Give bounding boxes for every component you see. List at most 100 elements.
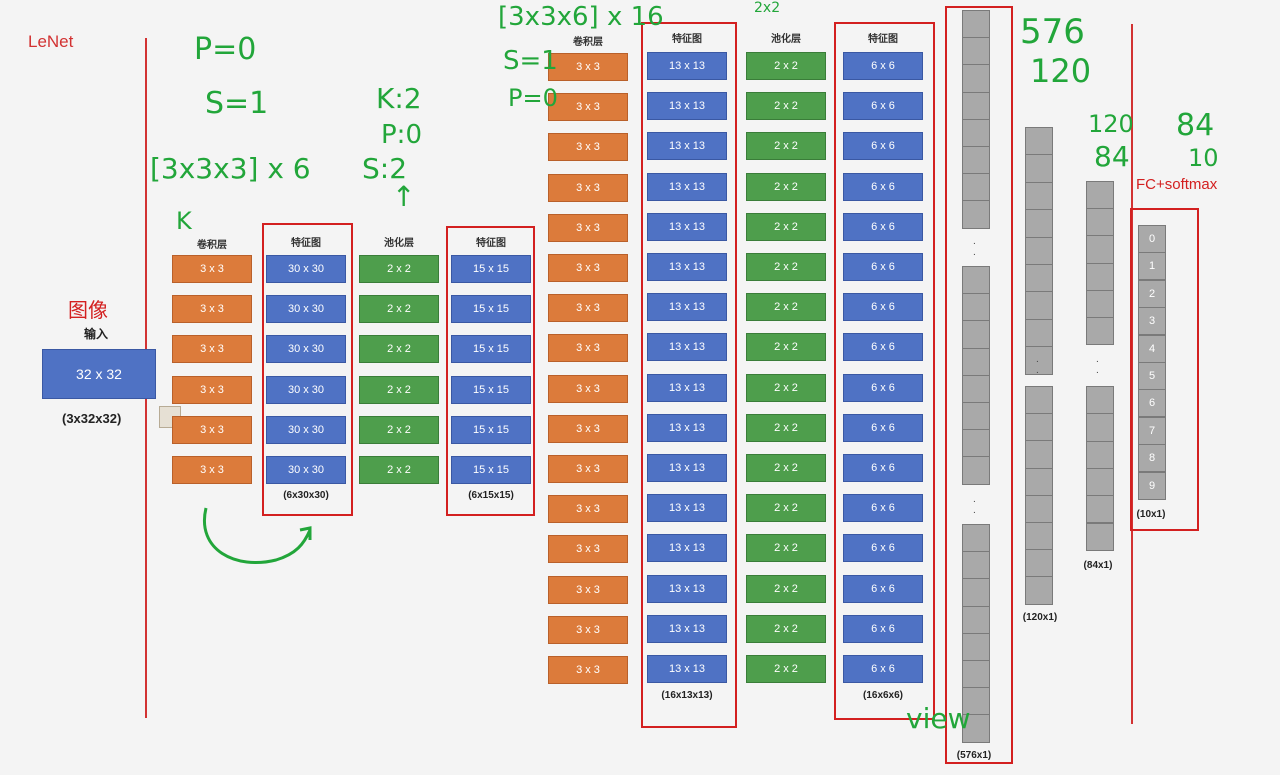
fmap3-cell: 13 x 13 <box>647 373 727 402</box>
output-digit-2: 2 <box>1138 279 1166 308</box>
conv1-cell: 3 x 3 <box>172 375 252 404</box>
fmap4-cell: 6 x 6 <box>843 655 923 683</box>
output-digit-7: 7 <box>1138 416 1166 445</box>
fmap3-cell: 13 x 13 <box>647 655 727 683</box>
flatten-unit <box>962 374 990 403</box>
fmap4-cell: 6 x 6 <box>843 52 923 80</box>
flatten-unit <box>962 320 990 349</box>
flatten-unit <box>962 402 990 431</box>
pool1-header: 池化层 <box>384 238 414 249</box>
fc1-unit <box>1025 576 1053 605</box>
fmap4-cell: 6 x 6 <box>843 494 923 523</box>
output-box <box>1130 208 1199 531</box>
flatten-unit <box>962 173 990 202</box>
pool2-cell: 2 x 2 <box>746 132 826 161</box>
fc2-unit <box>1086 440 1114 469</box>
note-10: 10 <box>1188 144 1219 172</box>
pool2-cell: 2 x 2 <box>746 172 826 201</box>
fmap4-cell: 6 x 6 <box>843 373 923 402</box>
pool2-cell: 2 x 2 <box>746 494 826 523</box>
fc1-unit <box>1025 236 1053 265</box>
flatten-unit <box>962 266 990 295</box>
fc1-unit <box>1025 264 1053 293</box>
fmap1-cell: 30 x 30 <box>266 295 346 324</box>
fc1-unit <box>1025 127 1053 156</box>
fmap3-cell: 13 x 13 <box>647 413 727 442</box>
fc1-unit <box>1025 494 1053 523</box>
fmap3-box <box>641 22 737 728</box>
fmap4-dims: (16x6x6) <box>862 690 904 701</box>
note-s1: S=1 <box>205 86 269 121</box>
pool2-cell: 2 x 2 <box>746 333 826 362</box>
pool2-cell: 2 x 2 <box>746 614 826 643</box>
flatten-unit <box>962 91 990 120</box>
note-2x2: 2x2 <box>754 0 781 16</box>
conv2-cell: 3 x 3 <box>548 656 628 684</box>
conv2-cell: 3 x 3 <box>548 213 628 242</box>
conv2-cell: 3 x 3 <box>548 455 628 483</box>
fmap2-cell: 15 x 15 <box>451 295 531 324</box>
fmap3-cell: 13 x 13 <box>647 534 727 563</box>
fmap2-cell: 15 x 15 <box>451 335 531 364</box>
fmap1-cell: 30 x 30 <box>266 456 346 484</box>
pool1-cell: 2 x 2 <box>359 415 439 444</box>
diagram-title: LeNet <box>28 32 74 51</box>
conv1-cell: 3 x 3 <box>172 335 252 364</box>
flatten-unit <box>962 578 990 607</box>
flatten-unit <box>962 429 990 458</box>
fmap3-cell: 13 x 13 <box>647 614 727 643</box>
output-dims: (10x1) <box>1136 509 1166 520</box>
fmap4-cell: 6 x 6 <box>843 574 923 603</box>
flatten-unit <box>962 200 990 229</box>
output-digit-9: 9 <box>1138 471 1166 500</box>
fc1-unit <box>1025 318 1053 348</box>
fc1-unit <box>1025 154 1053 183</box>
fmap4-box <box>834 22 935 720</box>
fmap1-cell: 30 x 30 <box>266 415 346 444</box>
arrow-up-icon: ↑ <box>392 180 416 213</box>
input-image-block: 32 x 32 <box>42 349 156 399</box>
fc1-unit <box>1025 181 1053 211</box>
conv2-cell: 3 x 3 <box>548 414 628 443</box>
conv2-cell: 3 x 3 <box>548 133 628 162</box>
flatten-unit <box>962 146 990 175</box>
flatten-box <box>945 6 1013 764</box>
fc1-unit <box>1025 291 1053 320</box>
fc2-unit <box>1086 413 1114 442</box>
fmap4-cell: 6 x 6 <box>843 92 923 121</box>
output-digit-1: 1 <box>1138 252 1166 281</box>
fc1-unit <box>1025 522 1053 551</box>
flatten-unit <box>962 660 990 689</box>
fc2-unit <box>1086 289 1114 318</box>
conv1-cell: 3 x 3 <box>172 255 252 283</box>
pool1-cell: 2 x 2 <box>359 456 439 484</box>
conv2-cell: 3 x 3 <box>548 535 628 564</box>
note-p0c: P=0 <box>508 84 558 112</box>
flatten-unit <box>962 714 990 743</box>
fc2-unit <box>1086 495 1114 524</box>
flatten-unit <box>962 293 990 322</box>
flatten-unit <box>962 687 990 716</box>
fc2-unit <box>1086 386 1114 415</box>
fmap4-cell: 6 x 6 <box>843 534 923 563</box>
note-120b: 120 <box>1088 110 1134 138</box>
fmap4-cell: 6 x 6 <box>843 172 923 201</box>
fmap4-cell: 6 x 6 <box>843 253 923 281</box>
fmap1-box <box>262 223 353 516</box>
pool2-cell: 2 x 2 <box>746 413 826 442</box>
fmap1-header: 特征图 <box>291 238 321 249</box>
fmap3-cell: 13 x 13 <box>647 574 727 603</box>
pool1-cell: 2 x 2 <box>359 335 439 364</box>
conv2-cell: 3 x 3 <box>548 334 628 363</box>
note-84b: 84 <box>1176 108 1215 143</box>
fc2-unit <box>1086 235 1114 264</box>
fc1-unit <box>1025 549 1053 578</box>
flatten-ellipsis: .. <box>973 236 976 258</box>
fmap3-header: 特征图 <box>672 34 702 45</box>
note-s1b: S=1 <box>503 46 558 76</box>
fc2-unit <box>1086 522 1114 551</box>
flatten-unit <box>962 10 990 39</box>
pool1-cell: 2 x 2 <box>359 375 439 404</box>
fc1-unit <box>1025 467 1053 496</box>
flatten-unit <box>962 605 990 634</box>
